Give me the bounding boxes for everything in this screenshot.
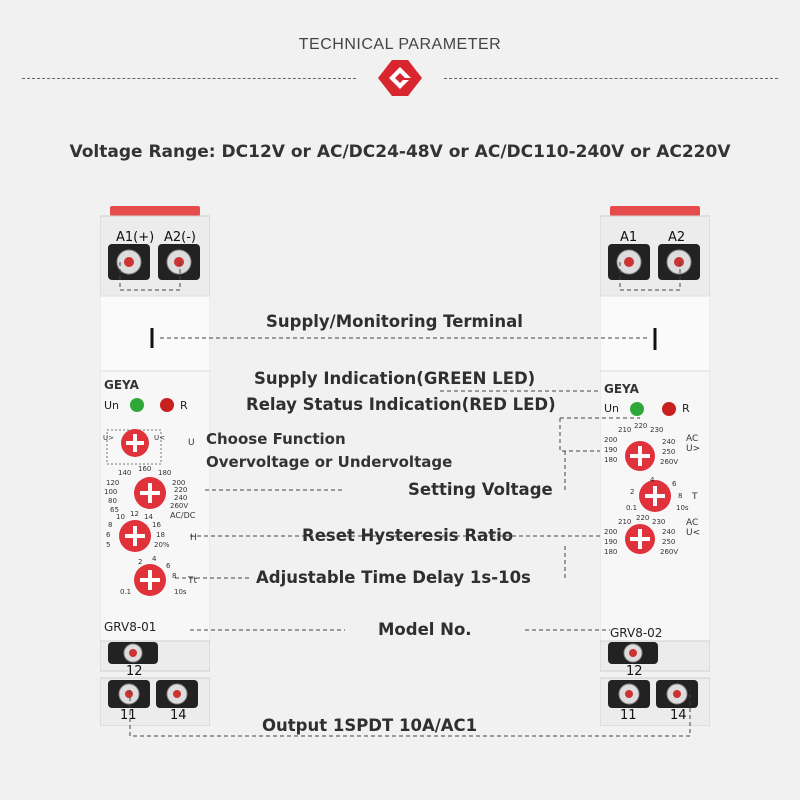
voltage-scale-240: 240 xyxy=(174,494,188,502)
hyst-scale-12: 12 xyxy=(130,510,139,518)
time-scale-6: 6 xyxy=(672,480,677,488)
model-label: GRV8-01 xyxy=(104,620,157,634)
out-12-label: 12 xyxy=(126,664,143,679)
time-scale-8: 8 xyxy=(172,572,177,580)
divider-right xyxy=(444,78,778,79)
voltage-knob-tag: AC/DC xyxy=(170,511,196,520)
hyst-scale-6: 6 xyxy=(106,531,111,539)
terminal-a1-label: A1(+) xyxy=(116,230,155,245)
time-scale-2: 2 xyxy=(138,558,143,566)
green-led-icon xyxy=(130,398,144,412)
section-title: TECHNICAL PARAMETER xyxy=(298,36,502,53)
voltage-scale-80: 80 xyxy=(108,497,117,505)
supply-indication-label: Supply Indication(GREEN LED) xyxy=(254,369,536,388)
under-scale-240: 240 xyxy=(662,528,676,536)
setting-voltage-label: Setting Voltage xyxy=(408,480,553,499)
over-scale-190: 190 xyxy=(604,446,618,454)
voltage-scale-100: 100 xyxy=(104,488,118,496)
led-un-label: Un xyxy=(604,402,620,415)
hyst-scale-5: 5 xyxy=(106,541,111,549)
time-scale-6: 6 xyxy=(166,562,171,570)
time-scale-2: 2 xyxy=(630,488,635,496)
time-scale-4: 4 xyxy=(152,555,157,563)
under-scale-190: 190 xyxy=(604,538,618,546)
time-scale-10s: 10s xyxy=(174,588,187,596)
under-scale-250: 250 xyxy=(662,538,676,546)
red-led-icon xyxy=(160,398,174,412)
brand-logo-icon xyxy=(378,60,422,96)
green-led-icon xyxy=(630,402,644,416)
brand-label: GEYA xyxy=(104,378,139,392)
hyst-scale-16: 16 xyxy=(152,521,161,529)
time-scale-10s: 10s xyxy=(676,504,689,512)
over-scale-230: 230 xyxy=(650,426,664,434)
voltage-scale-65: 65 xyxy=(110,506,119,514)
hyst-knob-tag: H xyxy=(190,533,197,543)
under-scale-180: 180 xyxy=(604,548,618,556)
voltage-scale-120: 120 xyxy=(106,479,120,487)
under-scale-220: 220 xyxy=(636,514,650,522)
out-14-label: 14 xyxy=(670,708,687,723)
hyst-scale-14: 14 xyxy=(144,513,153,521)
terminal-a2-label: A2 xyxy=(668,230,686,245)
over-scale-220: 220 xyxy=(634,422,648,430)
out-14-label: 14 xyxy=(170,708,187,723)
over-knob-tag: AC U> xyxy=(686,434,701,454)
terminal-a1-label: A1 xyxy=(620,230,638,245)
time-scale-0-1: 0.1 xyxy=(626,504,638,512)
over-scale-210: 210 xyxy=(618,426,632,434)
under-scale-200: 200 xyxy=(604,528,618,536)
under-scale-210: 210 xyxy=(618,518,632,526)
under-scale-260v: 260V xyxy=(660,548,679,556)
voltage-scale-140: 140 xyxy=(118,469,132,477)
supply-terminal-label: Supply/Monitoring Terminal xyxy=(266,312,523,331)
hyst-scale-8: 8 xyxy=(108,521,113,529)
led-un-label: Un xyxy=(104,399,120,412)
time-scale-8: 8 xyxy=(678,492,683,500)
voltage-range-text: Voltage Range: DC12V or AC/DC24-48V or A… xyxy=(69,142,731,162)
over-under-label: Overvoltage or Undervoltage xyxy=(206,453,453,471)
under-scale-230: 230 xyxy=(652,518,666,526)
voltage-scale-180: 180 xyxy=(158,469,172,477)
time-knob-tag: T xyxy=(692,492,698,502)
over-scale-240: 240 xyxy=(662,438,676,446)
hyst-scale-18: 18 xyxy=(156,531,165,539)
over-scale-250: 250 xyxy=(662,448,676,456)
over-scale-200: 200 xyxy=(604,436,618,444)
over-scale-180: 180 xyxy=(604,456,618,464)
hyst-scale-10: 10 xyxy=(116,513,125,521)
relay-indication-label: Relay Status Indication(RED LED) xyxy=(246,395,556,414)
relay-device-right: A1 A2 GEYA Un R 210 220 230 200 240 190 … xyxy=(600,206,710,726)
voltage-scale-160: 160 xyxy=(138,465,152,473)
red-led-icon xyxy=(662,402,676,416)
model-no-label: Model No. xyxy=(378,620,472,639)
choose-function-label: Choose Function xyxy=(206,430,346,448)
out-11-label: 11 xyxy=(620,708,637,723)
model-label: GRV8-02 xyxy=(610,626,663,640)
time-delay-label: Adjustable Time Delay 1s-10s xyxy=(256,568,531,587)
under-knob-tag: AC U< xyxy=(686,518,701,538)
function-knob-tag: U xyxy=(188,438,195,448)
function-knob-label-right: U< xyxy=(154,434,165,442)
time-scale-4: 4 xyxy=(650,476,655,484)
voltage-scale-220: 220 xyxy=(174,486,188,494)
terminal-a2-label: A2(-) xyxy=(164,230,196,245)
out-11-label: 11 xyxy=(120,708,137,723)
voltage-scale-200: 200 xyxy=(172,479,186,487)
time-knob-tag: Tt xyxy=(188,576,198,586)
brand-label: GEYA xyxy=(604,382,639,396)
over-scale-260v: 260V xyxy=(660,458,679,466)
led-r-label: R xyxy=(682,402,690,415)
relay-device-left: A1(+) A2(-) GEYA Un R U> U< U 140 160 18… xyxy=(100,206,210,726)
voltage-scale-260v: 260V xyxy=(170,502,189,510)
led-r-label: R xyxy=(180,399,188,412)
function-knob-label-left: U> xyxy=(103,434,114,442)
divider-left xyxy=(22,78,356,79)
out-12-label: 12 xyxy=(626,664,643,679)
output-label: Output 1SPDT 10A/AC1 xyxy=(262,716,478,735)
hyst-scale-20: 20% xyxy=(154,541,170,549)
reset-hysteresis-label: Reset Hysteresis Ratio xyxy=(302,526,514,545)
time-scale-0-1: 0.1 xyxy=(120,588,132,596)
